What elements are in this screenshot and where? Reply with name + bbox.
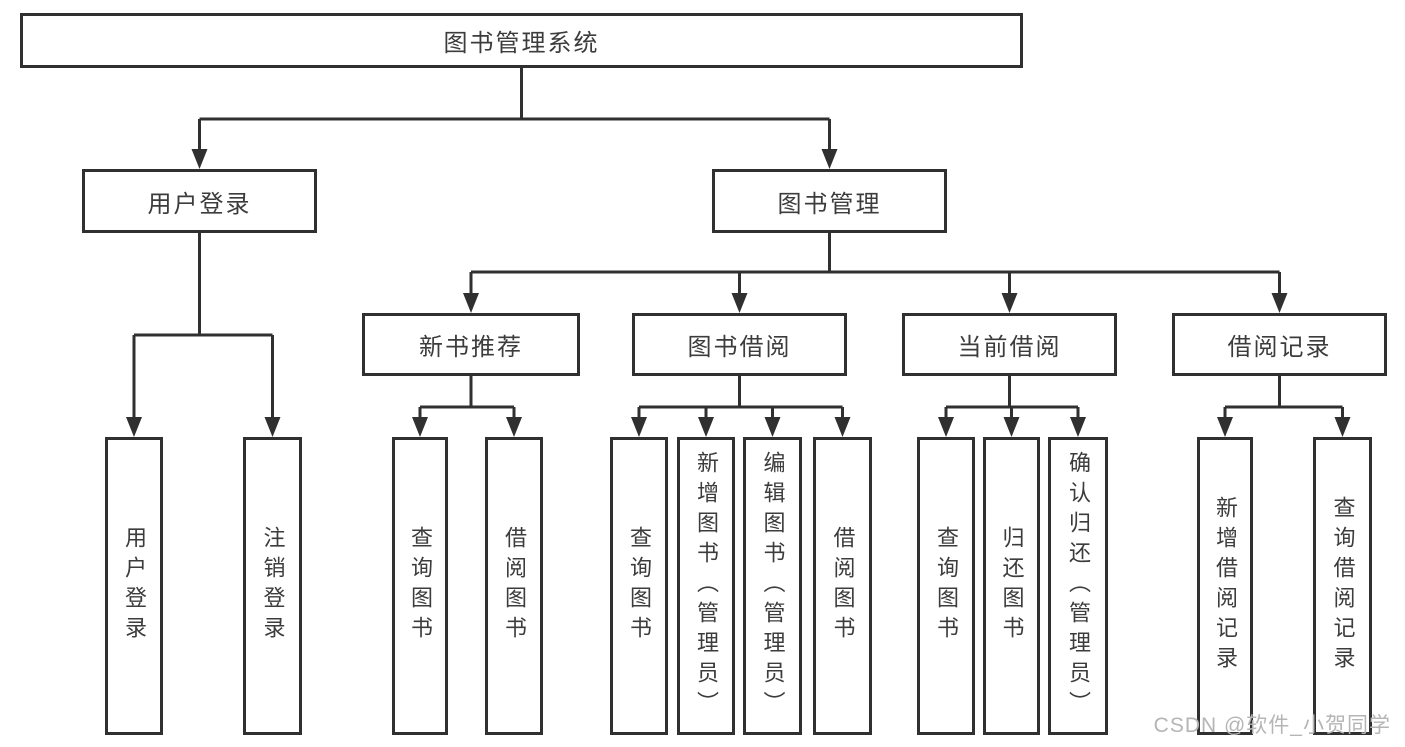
- arrowhead-icon: [1217, 417, 1233, 437]
- node-label: 用户登录: [122, 526, 147, 646]
- node-leaf-logout: 注销登录: [243, 437, 302, 735]
- node-label: 图书借阅: [687, 334, 792, 361]
- node-label: 借阅记录: [1227, 334, 1332, 361]
- node-leaf-borrow-books-2: 借阅图书: [813, 437, 872, 735]
- arrowhead-icon: [191, 149, 208, 169]
- node-leaf-add-borrow-rec: 新增借阅记录: [1197, 437, 1253, 735]
- node-leaf-query-books-1: 查询图书: [392, 437, 448, 735]
- node-label: 新增图书（管理员）: [694, 451, 719, 721]
- node-book-mgmt: 图书管理: [712, 169, 947, 233]
- arrowhead-icon: [126, 417, 142, 437]
- node-label: 新书推荐: [419, 334, 523, 361]
- node-label: 图书管理系统: [443, 30, 600, 57]
- node-leaf-edit-book-admin: 编辑图书（管理员）: [743, 437, 802, 735]
- node-label: 查询图书: [627, 526, 652, 646]
- node-label: 注销登录: [260, 526, 286, 646]
- arrowhead-icon: [463, 293, 479, 313]
- arrowhead-icon: [731, 293, 748, 313]
- arrowhead-icon: [1271, 293, 1288, 313]
- node-leaf-query-borrow-rec: 查询借阅记录: [1313, 437, 1372, 735]
- arrowhead-icon: [938, 417, 954, 437]
- arrowhead-icon: [412, 417, 428, 437]
- arrowhead-icon: [1334, 417, 1351, 437]
- arrowhead-icon: [1001, 293, 1018, 313]
- node-current-borrow: 当前借阅: [902, 313, 1117, 376]
- arrowhead-icon: [506, 417, 522, 437]
- arrowhead-icon: [698, 417, 714, 437]
- node-label: 查询图书: [934, 526, 959, 646]
- node-label: 查询图书: [408, 526, 433, 646]
- node-user-login: 用户登录: [82, 169, 317, 233]
- node-label: 新增借阅记录: [1213, 496, 1238, 676]
- arrowhead-icon: [264, 417, 281, 437]
- node-leaf-query-books-3: 查询图书: [917, 437, 975, 735]
- node-label: 借阅图书: [830, 526, 856, 646]
- arrowhead-icon: [821, 149, 838, 169]
- node-leaf-confirm-return: 确认归还（管理员）: [1048, 437, 1108, 735]
- node-label: 编辑图书（管理员）: [760, 451, 786, 721]
- node-leaf-borrow-books-1: 借阅图书: [485, 437, 543, 735]
- arrowhead-icon: [1003, 417, 1020, 437]
- node-book-borrow: 图书借阅: [632, 313, 847, 376]
- node-borrow-records: 借阅记录: [1172, 313, 1387, 376]
- node-label: 图书管理: [777, 190, 882, 218]
- node-label: 用户登录: [147, 190, 252, 218]
- arrowhead-icon: [1070, 417, 1086, 437]
- watermark: CSDN @软件_小贺同学: [1153, 714, 1391, 737]
- node-label: 当前借阅: [957, 334, 1062, 361]
- arrowhead-icon: [834, 417, 851, 437]
- node-leaf-add-book-admin: 新增图书（管理员）: [677, 437, 735, 735]
- node-leaf-query-books-2: 查询图书: [610, 437, 668, 735]
- node-label: 确认归还（管理员）: [1066, 451, 1091, 721]
- node-root: 图书管理系统: [20, 13, 1023, 68]
- arrowhead-icon: [631, 417, 647, 437]
- node-label: 归还图书: [999, 526, 1025, 646]
- node-new-book-rec: 新书推荐: [362, 313, 580, 376]
- node-label: 借阅图书: [502, 526, 527, 646]
- node-label: 查询借阅记录: [1330, 496, 1356, 676]
- node-leaf-user-login: 用户登录: [105, 437, 163, 735]
- arrowhead-icon: [764, 417, 781, 437]
- node-leaf-return-book: 归还图书: [983, 437, 1040, 735]
